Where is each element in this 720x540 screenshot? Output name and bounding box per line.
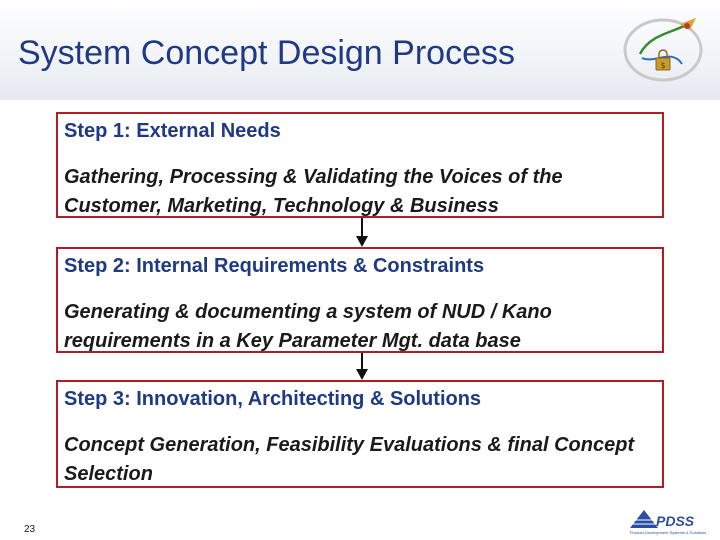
step-2-body: Generating & documenting a system of NUD… <box>64 301 552 352</box>
step-2-heading: Step 2: Internal Requirements & Constrai… <box>64 255 485 277</box>
step-1-heading: Step 1: External Needs <box>64 120 281 142</box>
hummingbird-lock-icon: $ <box>623 18 703 82</box>
slide-title: System Concept Design Process <box>18 34 515 72</box>
arrow-down-icon <box>356 218 368 247</box>
footer-logo-tagline: Product Development Systems & Solutions <box>630 530 706 535</box>
header-band <box>0 0 720 100</box>
page-number: 23 <box>24 524 36 535</box>
pdss-pyramid-logo: PDSS Product Development Systems & Solut… <box>630 510 706 535</box>
footer-logo-name: PDSS <box>656 513 695 529</box>
step-3-body: Concept Generation, Feasibility Evaluati… <box>64 434 635 485</box>
arrow-down-icon <box>356 353 368 380</box>
step-1-body: Gathering, Processing & Validating the V… <box>64 166 563 217</box>
step-3-box: Step 3: Innovation, Architecting & Solut… <box>56 380 664 488</box>
step-3-heading: Step 3: Innovation, Architecting & Solut… <box>64 388 482 410</box>
svg-text:$: $ <box>660 61 665 70</box>
step-2-box: Step 2: Internal Requirements & Constrai… <box>56 247 664 353</box>
step-1-box: Step 1: External Needs Gathering, Proces… <box>56 112 664 218</box>
